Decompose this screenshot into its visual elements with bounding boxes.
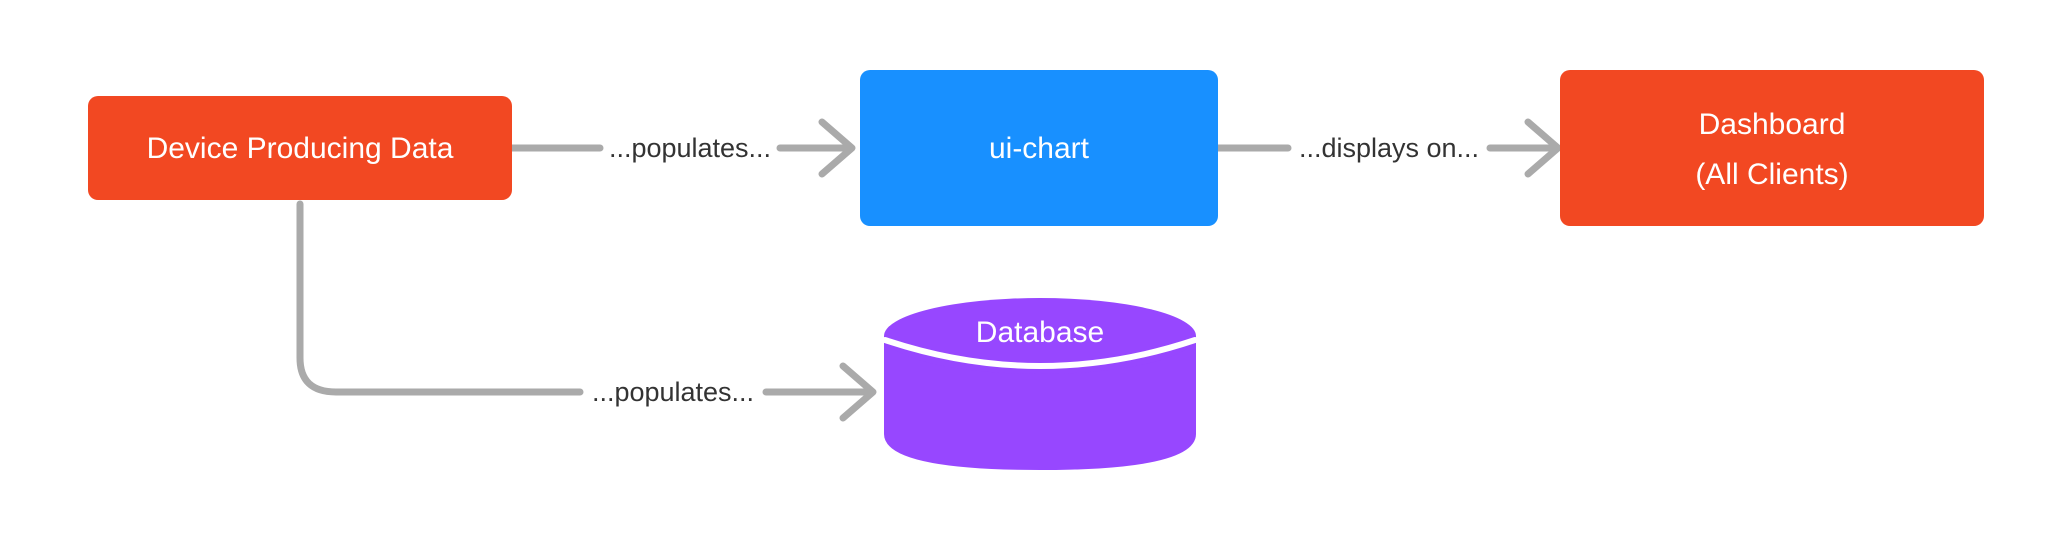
node-database-top-ellipse[interactable] bbox=[884, 298, 1196, 374]
arrowhead-device-database bbox=[839, 362, 877, 422]
node-database-label: Database bbox=[976, 316, 1104, 349]
node-ui-chart[interactable]: ui-chart bbox=[860, 70, 1218, 226]
edge-label-device-database: ...populates... bbox=[592, 377, 754, 407]
edge-label-device-uichart: ...populates... bbox=[609, 133, 771, 163]
node-device-label: Device Producing Data bbox=[147, 132, 454, 165]
arrowhead-uichart-dashboard bbox=[1524, 118, 1562, 178]
node-ui-chart-shape[interactable] bbox=[860, 70, 1218, 226]
node-dashboard[interactable]: Dashboard (All Clients) bbox=[1560, 70, 1984, 226]
node-dashboard-shape[interactable] bbox=[1560, 70, 1984, 226]
edge-uichart-to-dashboard: ...displays on... bbox=[1214, 118, 1562, 178]
node-device-producing-data[interactable]: Device Producing Data bbox=[88, 96, 512, 200]
node-database-seam bbox=[882, 337, 1198, 369]
edge-line-device-database bbox=[296, 200, 584, 396]
node-database[interactable]: Database bbox=[882, 298, 1198, 470]
arrowhead-device-uichart bbox=[818, 118, 856, 178]
node-dashboard-label-line2: (All Clients) bbox=[1695, 158, 1848, 191]
edge-label-uichart-dashboard: ...displays on... bbox=[1299, 133, 1479, 163]
node-database-body[interactable] bbox=[884, 336, 1196, 470]
node-dashboard-label-line1: Dashboard bbox=[1699, 108, 1846, 141]
edge-device-to-uichart: ...populates... bbox=[508, 118, 856, 178]
node-device-shape[interactable] bbox=[88, 96, 512, 200]
node-ui-chart-label: ui-chart bbox=[989, 132, 1090, 165]
edge-device-to-database: ...populates... bbox=[296, 200, 877, 422]
